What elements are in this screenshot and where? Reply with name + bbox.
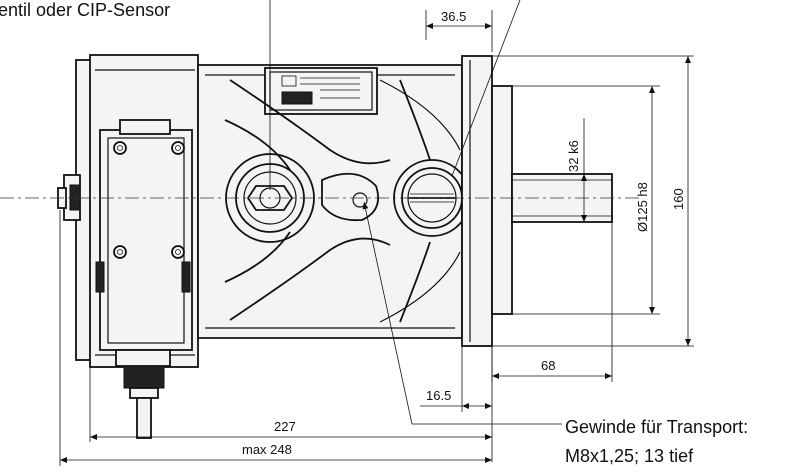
dim-max-248-label: max 248 bbox=[242, 442, 292, 457]
dim-32k6: 32 k6 bbox=[566, 118, 612, 223]
leader-transport-thread bbox=[362, 201, 562, 425]
dim-16-5: 16.5 bbox=[420, 338, 492, 412]
front-flange bbox=[461, 55, 513, 347]
dim-16-5-label: 16.5 bbox=[426, 388, 451, 403]
dim-227-label: 227 bbox=[274, 419, 296, 434]
left-adjust-nut bbox=[57, 174, 81, 221]
dim-68-label: 68 bbox=[541, 358, 555, 373]
pump-housing bbox=[197, 64, 471, 339]
dim-125h8-label: Ø125 h8 bbox=[635, 182, 650, 232]
dim-max-248: max 248 bbox=[59, 210, 492, 466]
bottom-valve-bolt bbox=[115, 349, 171, 439]
dim-125h8: Ø125 h8 bbox=[512, 85, 660, 315]
transport-thread-callout-line1: Gewinde für Transport: bbox=[565, 417, 748, 437]
dim-36-5-label: 36.5 bbox=[441, 9, 466, 24]
dim-32k6-label: 32 k6 bbox=[566, 140, 581, 172]
dim-227: 227 bbox=[89, 346, 493, 462]
top-left-callout: entil oder CIP-Sensor bbox=[0, 0, 170, 20]
leader-right-port bbox=[451, 0, 521, 177]
dim-160-label: 160 bbox=[671, 188, 686, 210]
dim-36-5: 36.5 bbox=[425, 9, 493, 52]
valve-block bbox=[95, 119, 193, 351]
dim-160: 160 bbox=[492, 55, 694, 347]
transport-thread-callout-line2: M8x1,25; 13 tief bbox=[565, 446, 694, 466]
